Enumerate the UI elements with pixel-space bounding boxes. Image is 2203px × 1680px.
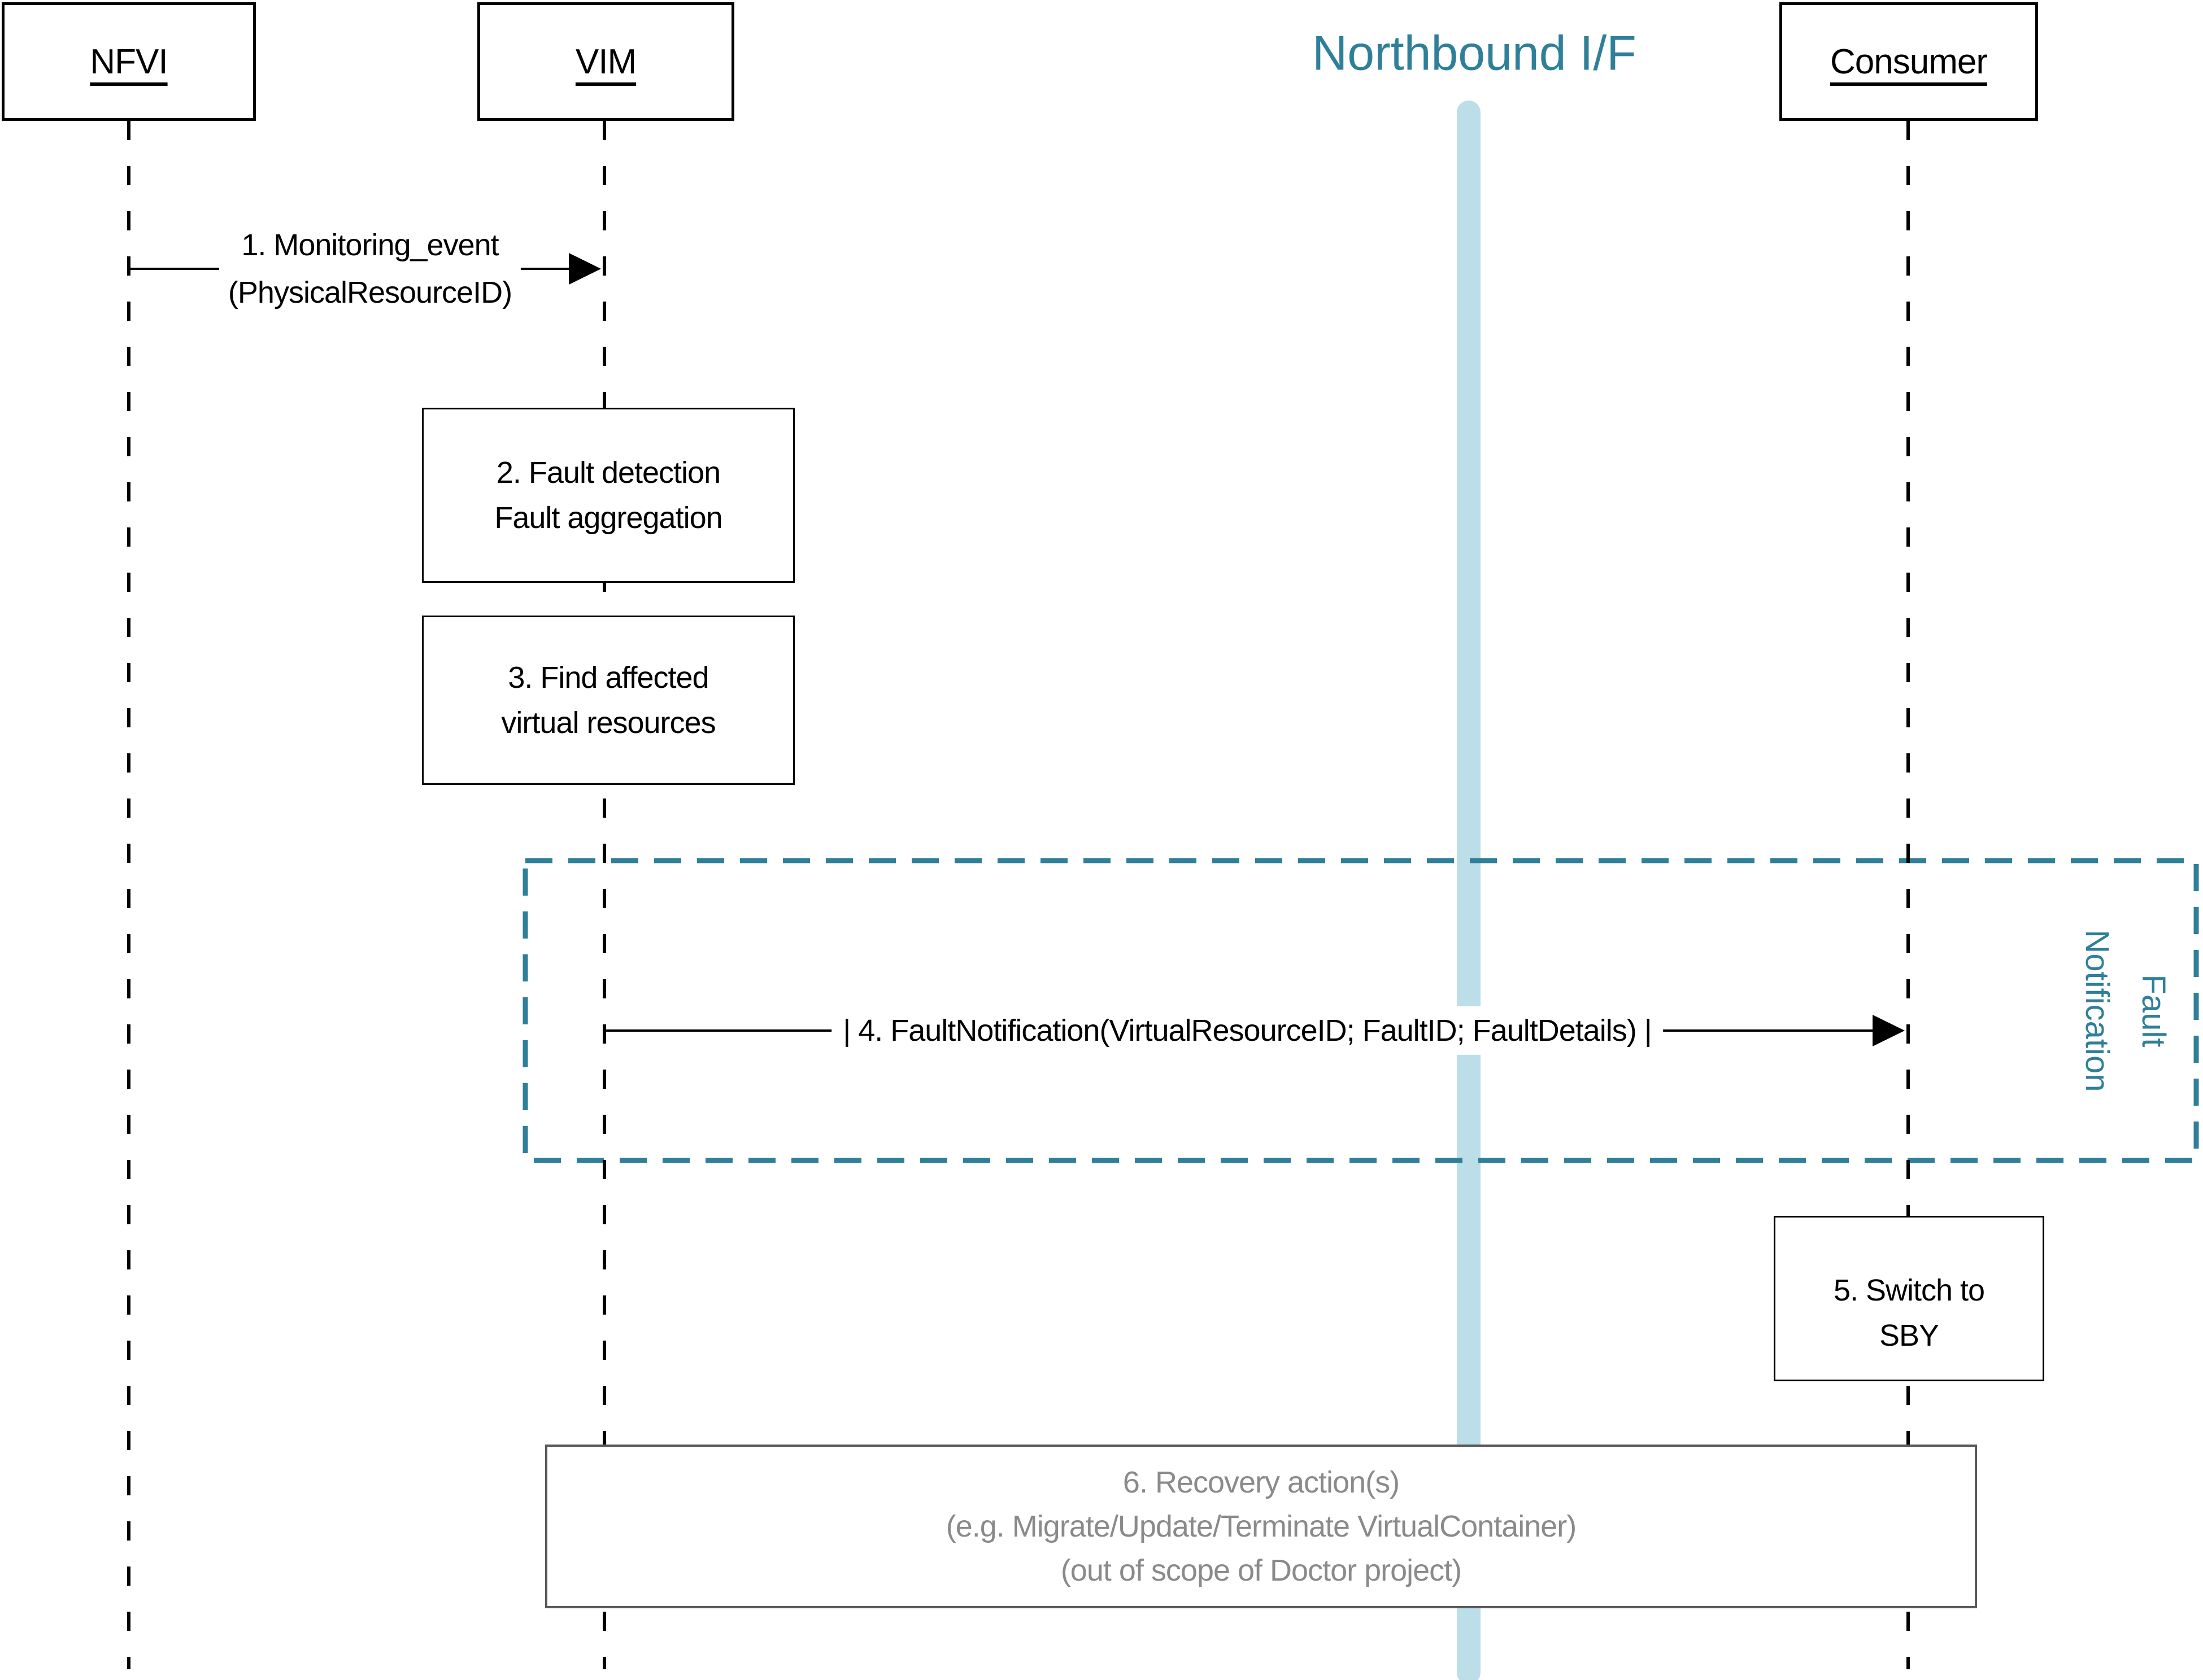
- lifeline-label-consumer: Consumer: [1830, 42, 1988, 81]
- action-box-find-affected: 3. Find affected virtual resources: [422, 616, 795, 785]
- action-box3-line1: 3. Find affected: [508, 661, 709, 695]
- action-box-switch-to-sby: 5. Switch to SBY: [1774, 1216, 2044, 1381]
- message1-label-line2: (PhysicalResourceID): [228, 276, 512, 309]
- action-box-recovery: 6. Recovery action(s) (e.g. Migrate/Upda…: [545, 1445, 1977, 1608]
- frame-label-line2: Notification: [2079, 930, 2115, 1092]
- action-box5-line2: SBY: [1879, 1318, 1939, 1352]
- lifeline-header-nfvi: NFVI: [2, 2, 256, 121]
- northbound-interface-title: Northbound I/F: [1312, 26, 1636, 81]
- message1-label: 1. Monitoring_event (PhysicalResourceID): [219, 221, 521, 316]
- action-box-fault-detection: 2. Fault detection Fault aggregation: [422, 408, 795, 583]
- action-box2-line2: Fault aggregation: [494, 501, 722, 535]
- action-box5-line1: 5. Switch to: [1833, 1273, 1985, 1307]
- action-box6-line2: (e.g. Migrate/Update/Terminate VirtualCo…: [946, 1509, 1577, 1543]
- message4-label: | 4. FaultNotification(VirtualResourceID…: [831, 1006, 1663, 1055]
- lifeline-header-consumer: Consumer: [1779, 2, 2038, 121]
- message1-arrowhead: [569, 253, 601, 285]
- message4-arrowhead: [1873, 1015, 1905, 1046]
- action-box2-line1: 2. Fault detection: [496, 456, 721, 490]
- message1-label-line1: 1. Monitoring_event: [241, 228, 499, 262]
- lifeline-label-nfvi: NFVI: [90, 42, 168, 81]
- frame-label-line1: Fault: [2135, 974, 2172, 1048]
- lifeline-header-vim: VIM: [477, 2, 734, 121]
- fault-notification-frame: [523, 858, 2199, 1163]
- action-box3-line2: virtual resources: [501, 706, 716, 740]
- action-box6-line1: 6. Recovery action(s): [1122, 1465, 1400, 1499]
- action-box6-line3: (out of scope of Doctor project): [1060, 1554, 1462, 1587]
- fault-notification-frame-label: Fault Notification: [2069, 930, 2182, 1092]
- lifeline-label-vim: VIM: [575, 42, 637, 81]
